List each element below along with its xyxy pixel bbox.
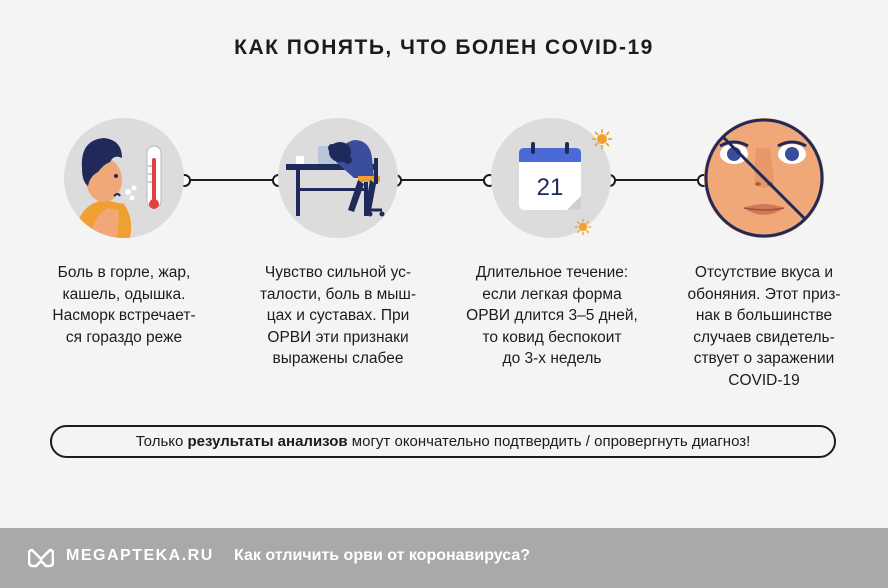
symptom-description: Чувство сильной ус- талости, боль в мыш-… bbox=[259, 264, 417, 367]
brand-name[interactable]: MEGAPTEKA.RU bbox=[66, 547, 214, 564]
virus-icon bbox=[592, 129, 612, 149]
cough-fever-illustration bbox=[64, 118, 184, 238]
connector-line bbox=[188, 179, 280, 181]
note-suffix: могут окончательно подтвердить / опровер… bbox=[347, 433, 751, 450]
footer-tagline: Как отличить орви от коронавируса? bbox=[234, 547, 531, 564]
symptom-flow: 21 bbox=[0, 118, 888, 242]
note-bold: результаты анализов bbox=[187, 433, 348, 450]
fatigue-illustration bbox=[278, 118, 398, 238]
note-prefix: Только bbox=[135, 433, 188, 450]
symptom-description: Длительное течение: если легкая форма ОР… bbox=[466, 264, 638, 367]
symptom-description: Боль в горле, жар, кашель, одышка. Насмо… bbox=[52, 264, 196, 346]
calendar-illustration: 21 bbox=[491, 118, 611, 238]
loss-of-taste-illustration bbox=[704, 118, 824, 238]
symptom-description: Отсутствие вкуса и обоняния. Этот приз- … bbox=[687, 264, 841, 389]
connector-line bbox=[399, 179, 491, 181]
footer-bar: MEGAPTEKA.RU Как отличить орви от корона… bbox=[0, 528, 888, 588]
virus-icon bbox=[574, 218, 592, 236]
page-title: КАК ПОНЯТЬ, ЧТО БОЛЕН COVID-19 bbox=[234, 36, 654, 59]
connector-line bbox=[613, 179, 705, 181]
megapteka-logo-icon[interactable] bbox=[28, 547, 54, 569]
diagnosis-note: Только результаты анализов могут окончат… bbox=[50, 425, 836, 458]
calendar-day: 21 bbox=[536, 174, 564, 201]
